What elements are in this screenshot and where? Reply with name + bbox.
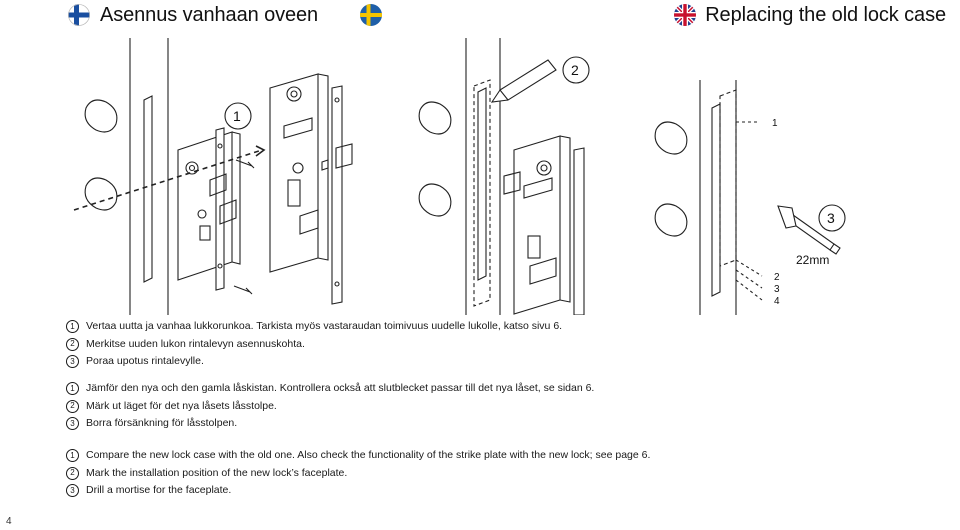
old-faceplate-2	[477, 87, 487, 281]
step-text: Vertaa uutta ja vanhaa lukkorunkoa. Tark…	[86, 320, 563, 332]
step-text: Compare the new lock case with the old o…	[86, 449, 651, 461]
step-text: Borra försänkning för låsstolpen.	[86, 417, 238, 429]
instruction-step: 2 Merkitse uuden lukon rintalevyn asennu…	[66, 336, 562, 354]
callout-1-circle	[224, 102, 252, 130]
new-lock-case-2	[513, 135, 561, 315]
step-text: Poraa upotus rintalevylle.	[86, 355, 204, 367]
instruction-step: 1 Compare the new lock case with the old…	[66, 447, 650, 465]
measure-label: 22mm	[796, 253, 829, 267]
step-number: 2	[66, 466, 79, 480]
callout-3-label: 3	[827, 210, 835, 226]
step-number: 2	[66, 337, 79, 351]
page-title-fi: Asennus vanhaan oveen	[100, 3, 319, 26]
instructions-en: 1 Compare the new lock case with the old…	[66, 447, 650, 500]
door-handle-hole-bottom-2	[418, 183, 452, 217]
door-handle-hole-top-3	[654, 121, 688, 155]
step-label-4: 4	[774, 296, 780, 307]
instruction-step: 2 Mark the installation position of the …	[66, 465, 650, 483]
step-number: 1	[66, 449, 79, 463]
step-text: Märk ut läget för det nya låsets lås­sto…	[86, 399, 277, 412]
step-number: 3	[66, 417, 79, 431]
instruction-step: 1 Jämför den nya och den gamla låskistan…	[66, 380, 594, 398]
mortise-outline-dashed	[719, 89, 737, 267]
instructions-sv: 1 Jämför den nya och den gamla låskistan…	[66, 380, 594, 433]
step-text: Jämför den nya och den gamla låskistan. …	[86, 382, 595, 394]
callout-1-label: 1	[233, 108, 241, 124]
page-number: 4	[6, 516, 12, 527]
uk-flag-icon	[674, 4, 697, 26]
callout-2-label: 2	[571, 62, 579, 78]
step-number: 3	[66, 484, 79, 498]
instruction-step: 3 Drill a mortise for the faceplate.	[66, 482, 650, 500]
instruction-step: 2 Märk ut läget för det nya låsets lås­s…	[66, 398, 594, 416]
header-right: Replacing the old lock case	[674, 0, 946, 30]
screw-1	[235, 159, 255, 169]
leader-line-2	[735, 259, 763, 277]
door-handle-hole-top-2	[418, 101, 452, 135]
instruction-step: 1 Vertaa uutta ja vanhaa lukkorunkoa. Ta…	[66, 318, 562, 336]
door-handle-hole-bottom-3	[654, 203, 688, 237]
step-number: 3	[66, 355, 79, 369]
finland-flag-icon	[68, 4, 90, 26]
instruction-step: 3 Borra försänkning för låsstolpen.	[66, 415, 594, 433]
sweden-flag-icon	[360, 4, 382, 26]
pencil-icon	[490, 59, 557, 103]
step-text: Merkitse uuden lukon rintalevyn asennusk…	[86, 337, 305, 350]
door-handle-hole-bottom-1	[84, 177, 118, 211]
step-number: 2	[66, 399, 79, 413]
door-handle-hole-top-1	[84, 99, 118, 133]
page-title-en: Replacing the old lock case	[705, 3, 946, 26]
step-label-1: 1	[772, 118, 778, 129]
step-number: 1	[66, 382, 79, 396]
screw-2	[233, 285, 253, 295]
callout-2-circle	[562, 56, 590, 84]
step-label-2: 2	[774, 272, 780, 283]
transfer-arrow-dashed	[73, 149, 263, 211]
leader-line-3	[735, 269, 763, 289]
leader-line-4	[735, 279, 763, 301]
step-text: Mark the installation position of the ne…	[86, 466, 348, 479]
old-faceplate-1	[143, 95, 153, 283]
instructions-fi: 1 Vertaa uutta ja vanhaa lukkorunkoa. Ta…	[66, 318, 562, 371]
installation-illustration: 1 2 3 22mm 1 2 3 4	[73, 38, 846, 315]
mark-outline-dashed	[473, 79, 491, 307]
step-label-3: 3	[774, 284, 780, 295]
callout-3-circle	[818, 204, 846, 232]
faceplate-3	[711, 103, 721, 297]
new-lock-case	[269, 73, 319, 273]
instruction-step: 3 Poraa upotus rintalevylle.	[66, 353, 562, 371]
header-left: Asennus vanhaan oveen	[68, 0, 318, 30]
step-number: 1	[66, 320, 79, 334]
step-text: Drill a mortise for the faceplate.	[86, 484, 232, 496]
